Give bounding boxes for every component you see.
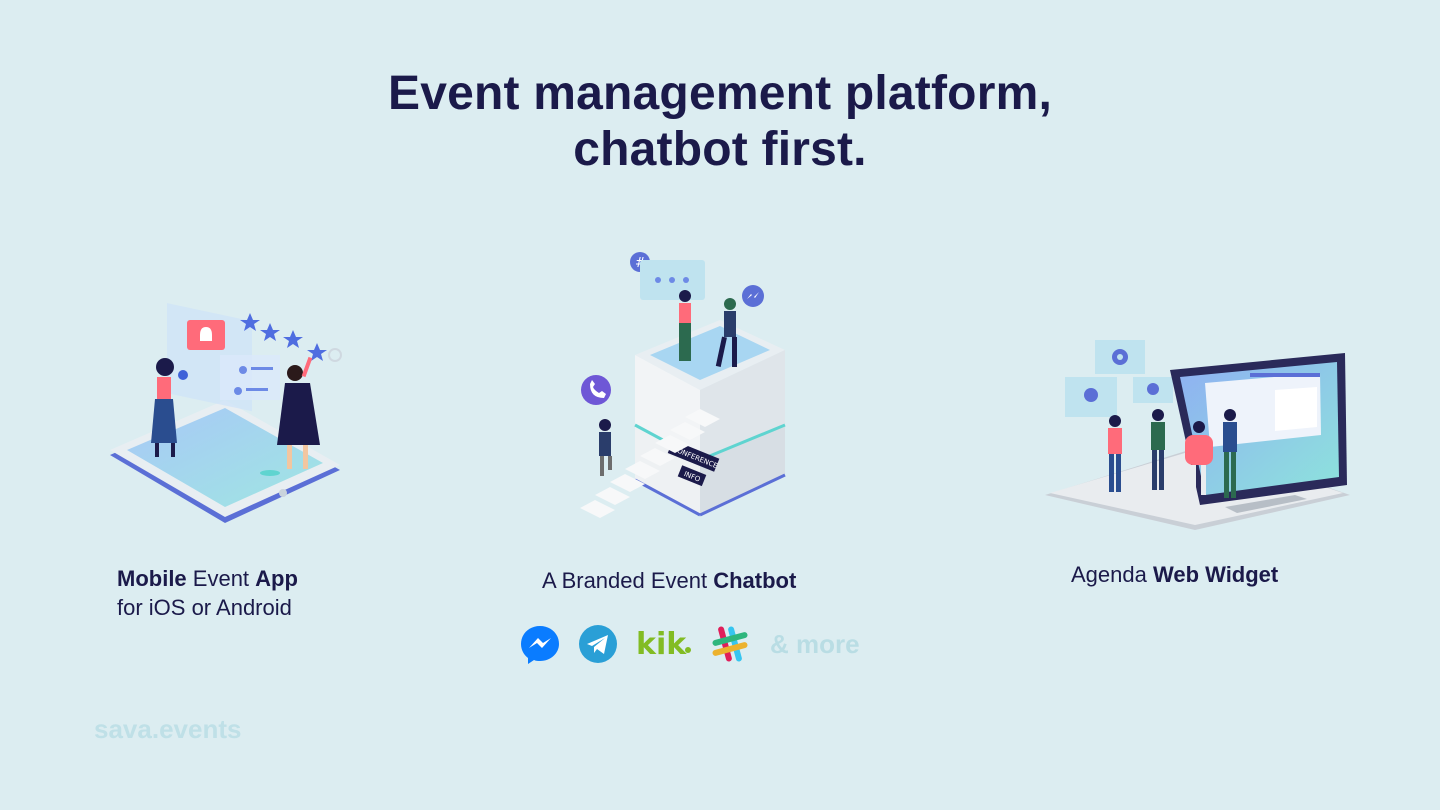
caption-bold-app: App bbox=[255, 566, 298, 591]
mobile-app-illustration bbox=[105, 285, 350, 530]
web-widget-caption-bold: Web Widget bbox=[1152, 562, 1279, 587]
mobile-app-caption-line2: for iOS or Android bbox=[117, 595, 292, 620]
caption-mid: Event bbox=[186, 566, 256, 591]
slack-icon bbox=[710, 624, 750, 664]
title-line-1: Event management platform, bbox=[387, 67, 1052, 120]
chatbot-illustration: # CONFERENCE INFO bbox=[570, 250, 800, 530]
page-title: Event management platform, chatbot first… bbox=[0, 66, 1440, 178]
chatbot-caption-pre: A Branded Event bbox=[542, 568, 714, 593]
more-platforms-label: & more bbox=[770, 628, 860, 659]
mobile-app-caption-line1: Mobile Event App bbox=[117, 564, 298, 593]
chatbot-caption-bold: Chatbot bbox=[713, 568, 797, 593]
title-line-2: chatbot first. bbox=[573, 123, 867, 176]
chatbot-caption: A Branded Event Chatbot bbox=[542, 566, 796, 595]
messenger-icon bbox=[520, 624, 560, 664]
web-widget-caption-pre: Agenda bbox=[1071, 562, 1153, 587]
web-widget-illustration bbox=[1045, 335, 1355, 535]
platform-icons: kik & more bbox=[520, 622, 860, 666]
caption-bold-mobile: Mobile bbox=[117, 566, 187, 591]
kik-icon: kik bbox=[636, 624, 692, 664]
mobile-app-caption: Mobile Event App for iOS or Android bbox=[117, 564, 298, 622]
telegram-icon bbox=[578, 624, 618, 664]
svg-text:kik: kik bbox=[636, 627, 687, 662]
brand-name: sava.events bbox=[94, 714, 242, 744]
web-widget-caption: Agenda Web Widget bbox=[1071, 560, 1278, 589]
